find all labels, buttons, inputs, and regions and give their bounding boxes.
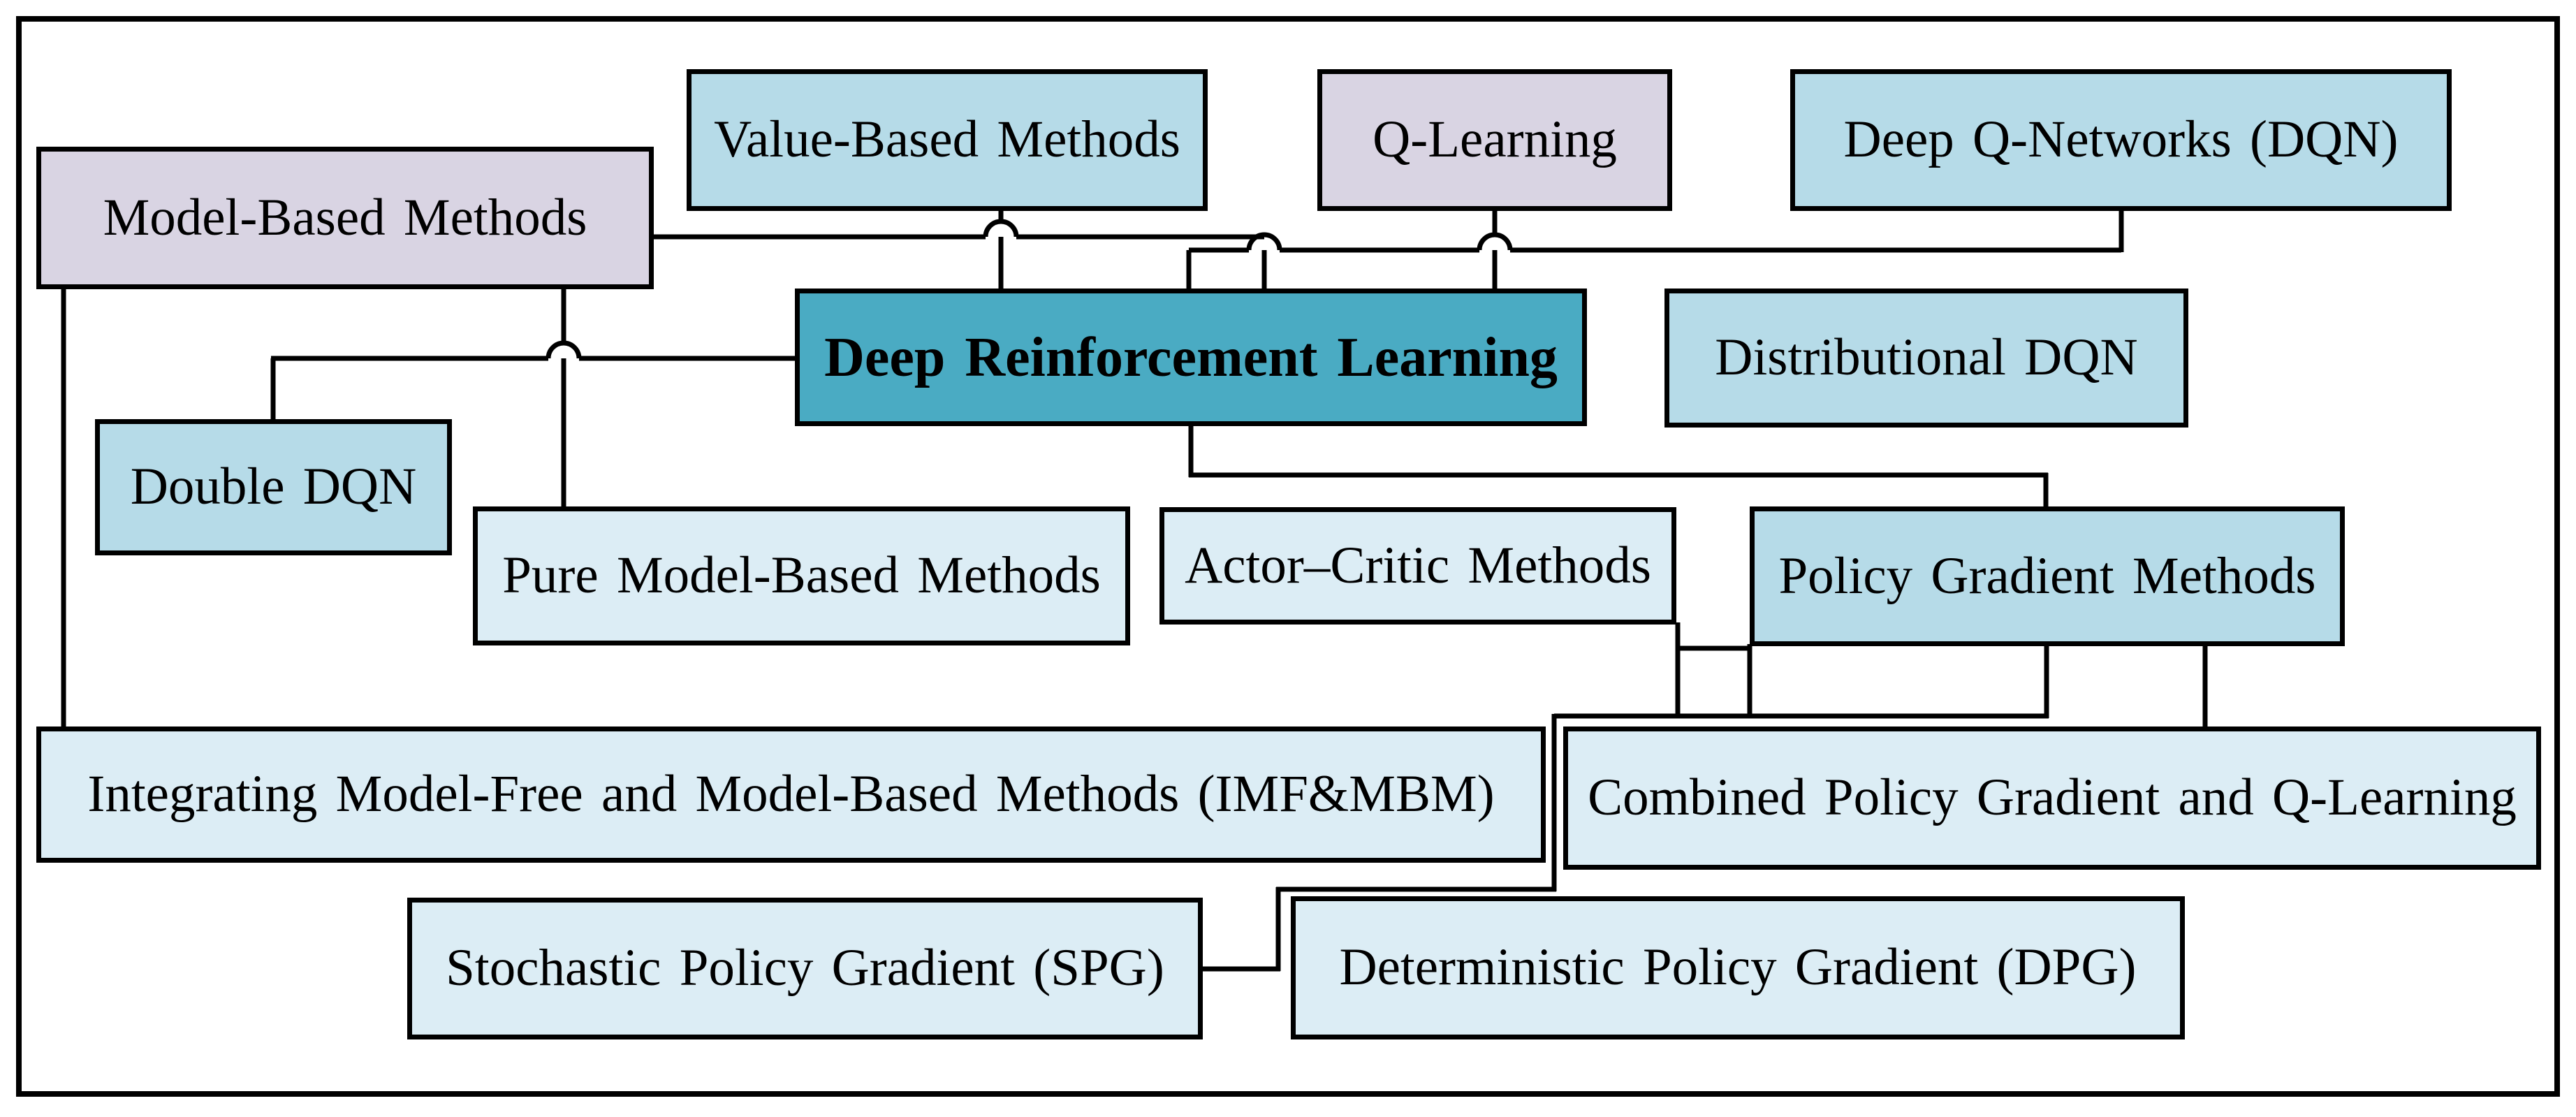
hop-arc-model-based-drop-crossing xyxy=(1246,232,1282,251)
node-policy-gradient-methods: Policy Gradient Methods xyxy=(1750,506,2345,646)
node-imf-mbm: Integrating Model-Free and Model-Based M… xyxy=(36,727,1546,863)
node-model-based-methods: Model-Based Methods xyxy=(36,147,654,289)
node-actor-critic-methods: Actor–Critic Methods xyxy=(1159,507,1676,625)
node-pure-model-based-methods: Pure Model-Based Methods xyxy=(473,506,1130,645)
node-stochastic-policy-gradient: Stochastic Policy Gradient (SPG) xyxy=(407,898,1203,1039)
node-value-based-methods: Value-Based Methods xyxy=(687,69,1208,211)
hop-arc-pure-drop-crossing xyxy=(546,340,582,359)
node-distributional-dqn: Distributional DQN xyxy=(1664,289,2188,428)
node-deep-q-networks: Deep Q-Networks (DQN) xyxy=(1790,69,2452,211)
node-double-dqn: Double DQN xyxy=(95,419,452,555)
node-deterministic-policy-gradient: Deterministic Policy Gradient (DPG) xyxy=(1291,896,2185,1039)
node-q-learning: Q-Learning xyxy=(1317,69,1672,211)
node-deep-reinforcement-learning: Deep Reinforcement Learning xyxy=(795,289,1587,426)
hop-arc-q-learning-crossing xyxy=(1477,232,1513,251)
hop-arc-value-based-crossing xyxy=(983,219,1019,238)
node-combined-policy-gradient-q-learning: Combined Policy Gradient and Q-Learning xyxy=(1563,727,2541,870)
outer-border xyxy=(16,16,2560,1097)
